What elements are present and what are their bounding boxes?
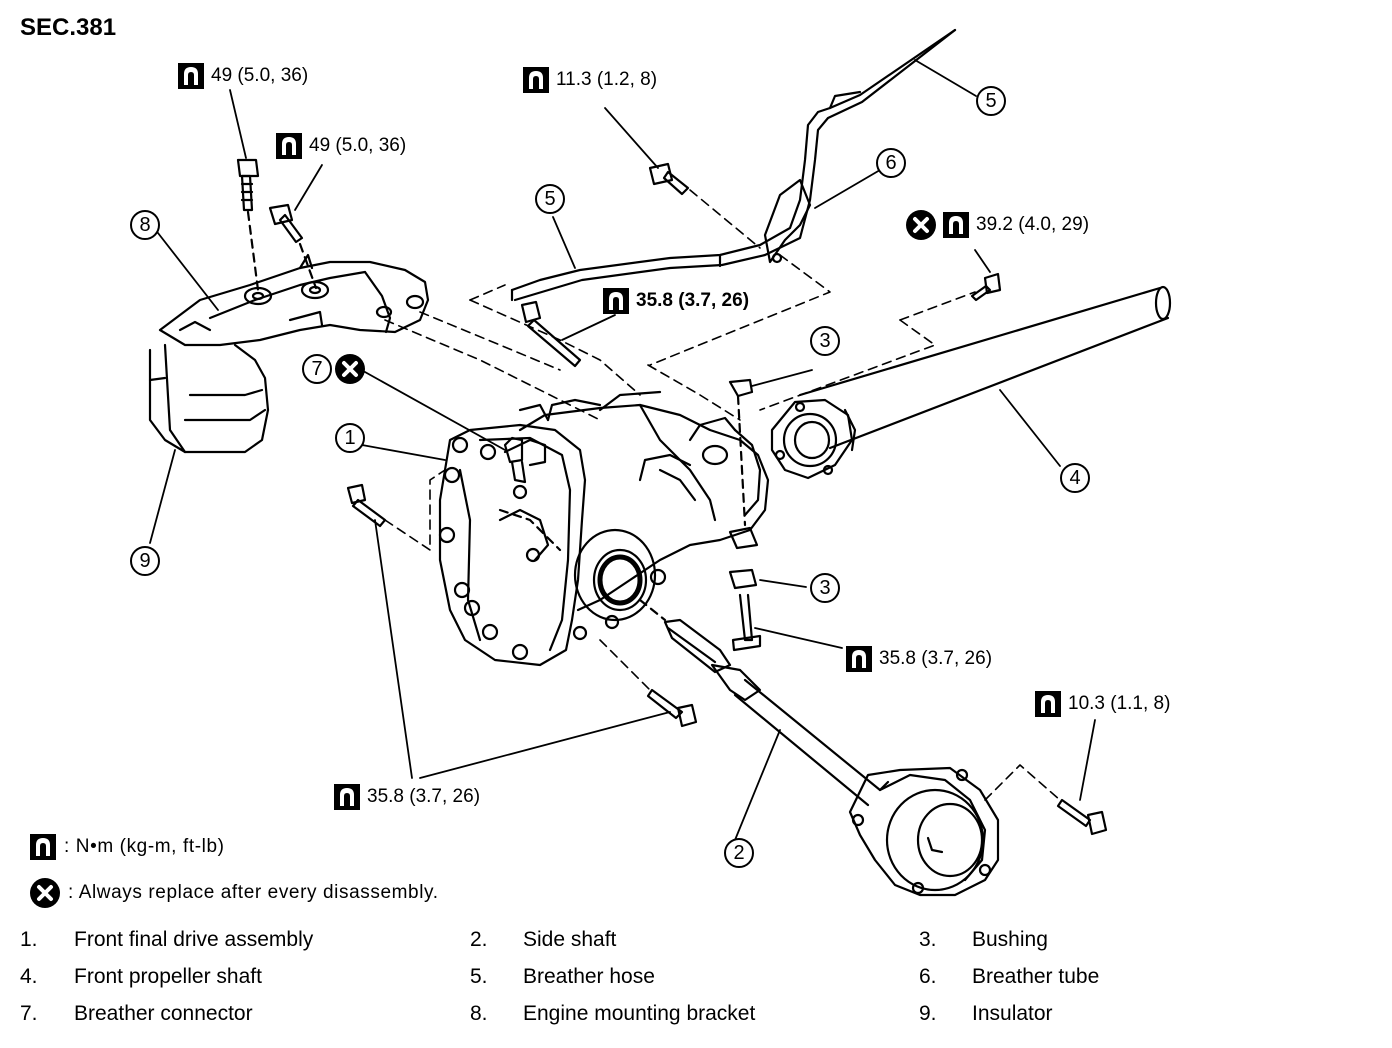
parts-row: 1. Front final drive assembly 2. Side sh… <box>20 928 1380 965</box>
side-shaft-seal <box>572 528 667 641</box>
legend-replace-note: : Always replace after every disassembly… <box>30 878 439 908</box>
torque-value: 35.8 (3.7, 26) <box>636 290 750 311</box>
part-name: Front final drive assembly <box>74 928 314 951</box>
torque-spec-bushing-bolt: 35.8 (3.7, 26) <box>846 645 992 673</box>
torque-wrench-icon <box>334 784 360 810</box>
legend-torque-text: : N•m (kg-m, ft-lb) <box>64 836 225 857</box>
torque-wrench-icon <box>523 67 549 93</box>
torque-wrench-icon <box>30 834 56 860</box>
final-drive-housing <box>438 390 770 667</box>
part-name: Front propeller shaft <box>74 965 262 988</box>
part-name: Insulator <box>972 1002 1053 1025</box>
parts-row: 7. Breather connector 8. Engine mounting… <box>20 1002 1380 1039</box>
callout-8-engine-bracket: 8 <box>130 210 160 240</box>
torque-spec-housing-bolts: 35.8 (3.7, 26) <box>334 783 480 811</box>
legend-replace-text: : Always replace after every disassembly… <box>68 882 439 903</box>
part-number: 3. <box>919 928 937 951</box>
parts-row: 4. Front propeller shaft 5. Breather hos… <box>20 965 1380 1002</box>
section-number: SEC.381 <box>20 14 117 41</box>
torque-wrench-icon <box>943 212 969 238</box>
torque-spec-bracket-side: 49 (5.0, 36) <box>276 132 406 160</box>
torque-value: 10.3 (1.1, 8) <box>1068 693 1171 714</box>
torque-value: 39.2 (4.0, 29) <box>976 214 1090 235</box>
callout-4-propeller-shaft: 4 <box>1060 463 1090 493</box>
torque-wrench-icon <box>603 288 629 314</box>
part-name: Engine mounting bracket <box>523 1002 756 1025</box>
part-number: 6. <box>919 965 937 988</box>
parts-list: 1. Front final drive assembly 2. Side sh… <box>20 928 1380 1039</box>
breather-connector <box>498 438 562 552</box>
assembly-dashed-lines <box>384 189 1061 801</box>
torque-wrench-icon <box>1035 691 1061 717</box>
part-name: Breather tube <box>972 965 1100 988</box>
torque-wrench-icon <box>846 646 872 672</box>
callout-7-breather-connector: 7 <box>302 354 332 384</box>
part-number: 4. <box>20 965 38 988</box>
torque-value: 49 (5.0, 36) <box>211 65 309 86</box>
callout-3-bushing: 3 <box>810 573 840 603</box>
part-number: 1. <box>20 928 38 951</box>
callout-7-breather-connector-group: 7 <box>302 354 365 384</box>
replace-x-icon <box>335 354 365 384</box>
torque-spec-flange-bolt: 10.3 (1.1, 8) <box>1035 690 1170 718</box>
engine-mounting-bracket <box>158 253 430 347</box>
part-number: 9. <box>919 1002 937 1025</box>
part-name: Side shaft <box>523 928 617 951</box>
part-number: 7. <box>20 1002 38 1025</box>
callout-5-breather-hose: 5 <box>535 184 565 214</box>
callout-3-bushing: 3 <box>810 326 840 356</box>
part-name: Bushing <box>972 928 1048 951</box>
part-number: 2. <box>470 928 488 951</box>
torque-spec-breather-mount: 35.8 (3.7, 26) <box>603 287 749 315</box>
legend-torque-unit: : N•m (kg-m, ft-lb) <box>30 834 225 860</box>
leader-lines <box>149 59 1096 841</box>
bracket-bolts <box>236 158 318 292</box>
callout-9-insulator: 9 <box>130 546 160 576</box>
part-name: Breather connector <box>74 1002 253 1025</box>
callout-1-final-drive: 1 <box>335 423 365 453</box>
torque-spec-propeller-bolt: 39.2 (4.0, 29) <box>906 210 1090 240</box>
replace-x-icon <box>30 878 60 908</box>
torque-spec-breather-tube: 11.3 (1.2, 8) <box>523 66 657 94</box>
torque-value: 11.3 (1.2, 8) <box>556 69 658 90</box>
callout-6-breather-tube: 6 <box>876 148 906 178</box>
insulator <box>148 320 270 454</box>
torque-value: 35.8 (3.7, 26) <box>367 786 481 807</box>
torque-value: 35.8 (3.7, 26) <box>879 648 993 669</box>
part-number: 8. <box>470 1002 488 1025</box>
callout-2-side-shaft: 2 <box>724 838 754 868</box>
bushings <box>728 378 762 652</box>
callout-5-breather-hose: 5 <box>976 86 1006 116</box>
torque-wrench-icon <box>178 63 204 89</box>
side-shaft <box>638 598 1000 897</box>
front-propeller-shaft <box>770 285 1172 480</box>
part-number: 5. <box>470 965 488 988</box>
replace-x-icon <box>906 210 936 240</box>
torque-wrench-icon <box>276 133 302 159</box>
torque-spec-bracket-top: 49 (5.0, 36) <box>178 62 308 90</box>
part-name: Breather hose <box>523 965 655 988</box>
torque-value: 49 (5.0, 36) <box>309 135 407 156</box>
bolts <box>346 162 1108 836</box>
breather-hose-tube <box>510 28 957 302</box>
